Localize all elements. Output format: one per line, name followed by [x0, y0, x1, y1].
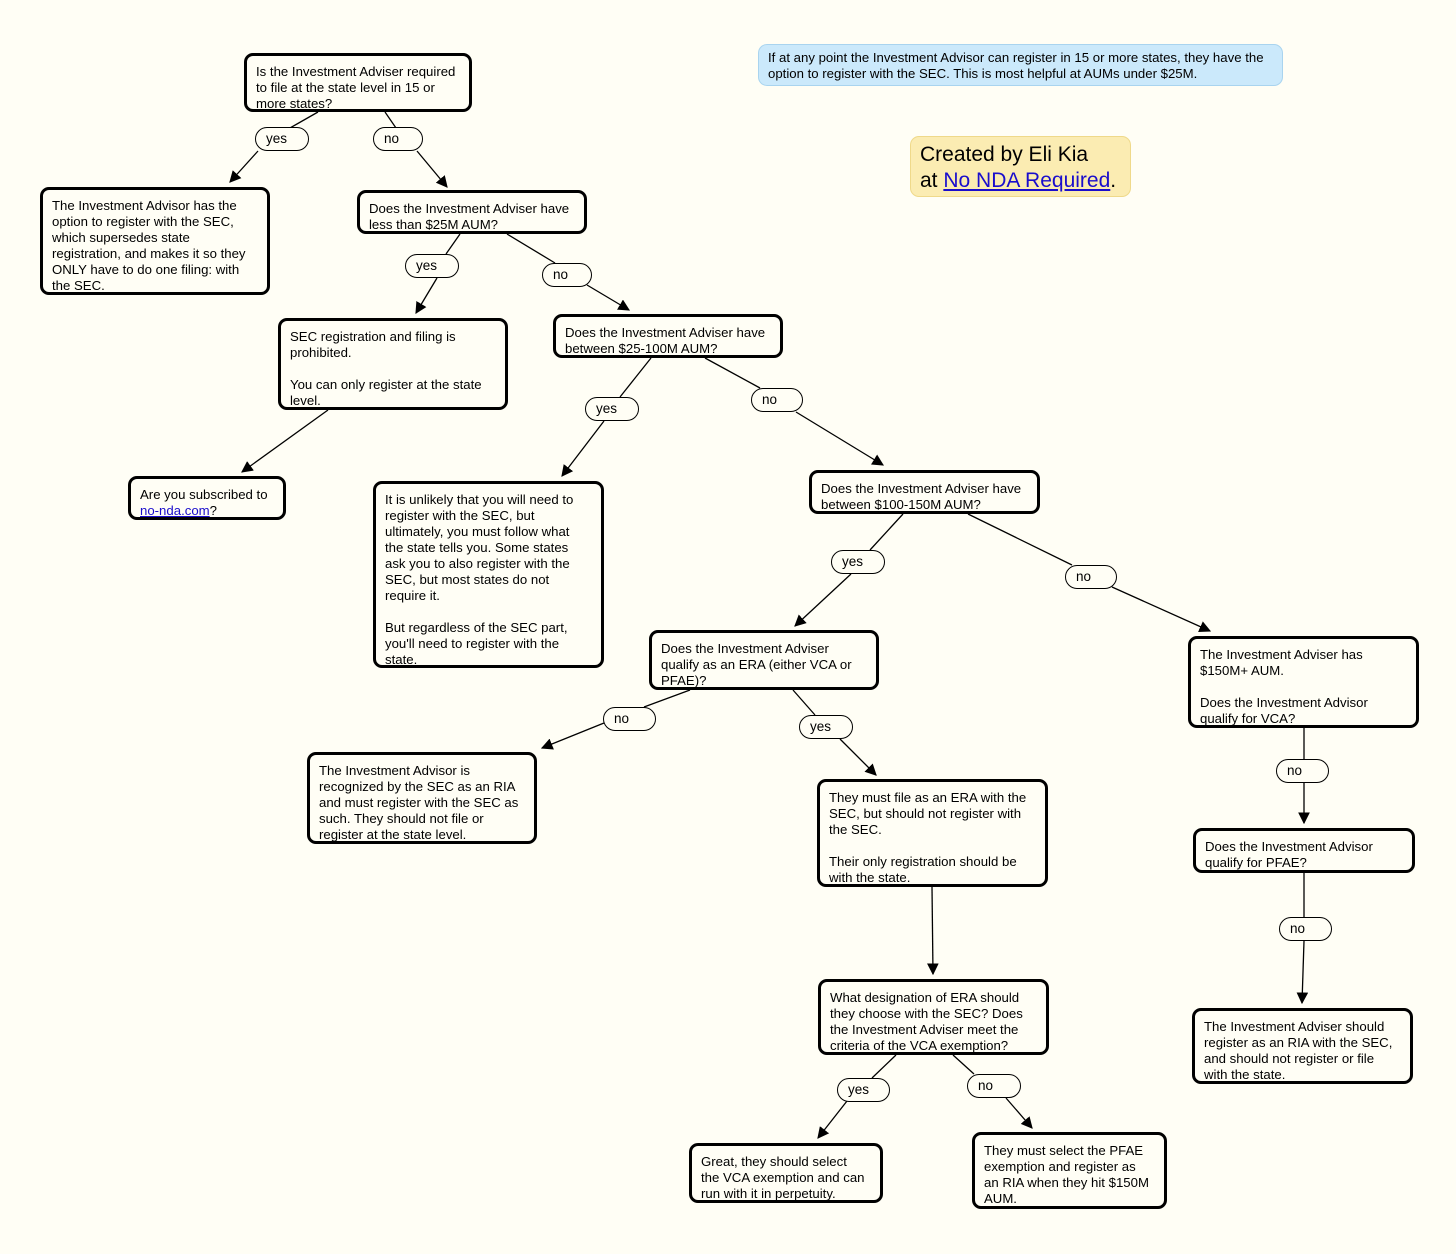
q-25-100m-text-1: Does the Investment Adviser have between… [565, 325, 766, 356]
edge-label-yes-1: yes [255, 127, 309, 151]
edge-150m-no-a [967, 513, 1073, 566]
a-era-file-text-2: Their only registration should be with t… [829, 854, 1017, 885]
edge-era-no-b [540, 722, 605, 750]
credit-note: Created by Eli Kia at No NDA Required. [910, 136, 1131, 197]
answer-register-ria: The Investment Adviser should register a… [1192, 1008, 1413, 1084]
edge-label-no-3: no [751, 388, 803, 412]
edge-label-yes-3: yes [585, 397, 639, 421]
edge-q15-no-b [416, 150, 448, 188]
question-subscribed: Are you subscribed to no-nda.com? [128, 476, 286, 520]
credit-line-1: Created by Eli Kia [920, 143, 1089, 166]
a-vca-text-1: Great, they should select the VCA exempt… [701, 1154, 865, 1201]
edge-label-yes-4: yes [831, 550, 885, 574]
q-150m-vca-text-1: The Investment Adviser has $150M+ AUM. [1200, 647, 1363, 678]
edge-label-no-2: no [542, 263, 592, 287]
question-15-states: Is the Investment Adviser required to fi… [244, 53, 472, 112]
subscribed-text: Are you subscribed to [140, 487, 268, 502]
edge-100m-no-b [795, 411, 884, 466]
no-nda-com-link[interactable]: no-nda.com [140, 503, 210, 518]
edge-label-no-8: no [967, 1074, 1021, 1098]
answer-ria: The Investment Advisor is recognized by … [307, 752, 537, 844]
edge-prohibited-subscribed [241, 409, 329, 473]
question-pfae: Does the Investment Advisor qualify for … [1193, 828, 1415, 873]
edge-des-yes-a [871, 1054, 897, 1079]
edge-era-yes-b [839, 738, 877, 776]
edge-150m-yes-b [794, 573, 852, 627]
edge-q15-yes-b [229, 150, 259, 183]
edge-erafile-designation [927, 886, 939, 976]
a-unlikely-sec-text-2: But regardless of the SEC part, you'll n… [385, 620, 568, 667]
info-note-text: If at any point the Investment Advisor c… [768, 50, 1264, 81]
answer-sec-prohibited: SEC registration and filing is prohibite… [278, 318, 508, 410]
answer-era-file: They must file as an ERA with the SEC, b… [817, 779, 1048, 887]
q-15-states-text-1: Is the Investment Adviser required to fi… [256, 64, 456, 111]
credit-prefix: at [920, 169, 944, 192]
edge-label-no-1: no [373, 127, 423, 151]
question-100-150m: Does the Investment Adviser have between… [809, 470, 1040, 514]
credit-suffix: . [1110, 169, 1117, 192]
question-150m-vca: The Investment Adviser has $150M+ AUM. Do… [1188, 636, 1419, 728]
edge-150m-yes-a [869, 513, 904, 551]
answer-unlikely-sec: It is unlikely that you will need to reg… [373, 481, 604, 668]
q-pfae-text-1: Does the Investment Advisor qualify for … [1205, 839, 1373, 870]
q-era-text-1: Does the Investment Adviser qualify as a… [661, 641, 852, 688]
edge-label-no-4: no [1065, 565, 1117, 589]
a-sec-prohibited-text-1: SEC registration and filing is prohibite… [290, 329, 456, 360]
a-ria-text-1: The Investment Advisor is recognized by … [319, 763, 519, 842]
question-era: Does the Investment Adviser qualify as a… [649, 630, 879, 690]
edge-des-no-a [952, 1054, 975, 1075]
edge-label-yes-6: yes [837, 1078, 890, 1102]
a-sec-option-text-1: The Investment Advisor has the option to… [52, 198, 246, 293]
edge-25m-yes-b [415, 277, 438, 315]
question-designation: What designation of ERA should they choo… [818, 979, 1049, 1055]
edge-100m-yes-b [561, 420, 605, 477]
q-designation-text-1: What designation of ERA should they choo… [830, 990, 1023, 1053]
edge-era-no-a [643, 689, 691, 708]
answer-vca: Great, they should select the VCA exempt… [689, 1143, 883, 1203]
a-sec-prohibited-text-2: You can only register at the state level… [290, 377, 482, 408]
answer-pfae: They must select the PFAE exemption and … [972, 1132, 1167, 1209]
edge-des-no-b [1005, 1097, 1033, 1129]
edge-25m-no-b [586, 284, 631, 311]
edge-25m-yes-a [445, 233, 461, 255]
a-era-file-text-1: They must file as an ERA with the SEC, b… [829, 790, 1027, 837]
info-note: If at any point the Investment Advisor c… [758, 44, 1283, 86]
edge-era-yes-a [792, 689, 816, 716]
q-100-150m-text-1: Does the Investment Adviser have between… [821, 481, 1022, 512]
edge-des-yes-b [817, 1100, 848, 1139]
edge-label-no-7: no [1279, 917, 1332, 941]
credit-line-2: at No NDA Required. [920, 168, 1121, 194]
edge-label-yes-2: yes [405, 254, 459, 278]
a-pfae-text-1: They must select the PFAE exemption and … [984, 1143, 1149, 1206]
answer-sec-option: The Investment Advisor has the option to… [40, 187, 270, 295]
question-under-25m: Does the Investment Adviser have less th… [357, 190, 587, 234]
edge-q15-no-a [384, 111, 397, 129]
a-unlikely-sec-text-1: It is unlikely that you will need to reg… [385, 492, 574, 603]
edge-pfae-no-b [1296, 940, 1309, 1005]
no-nda-required-link[interactable]: No NDA Required [943, 169, 1111, 192]
q-under-25m-text-1: Does the Investment Adviser have less th… [369, 201, 570, 232]
question-25-100m: Does the Investment Adviser have between… [553, 314, 783, 358]
edge-150m-no-b [1111, 586, 1212, 633]
subscribed-suffix: ? [209, 503, 217, 518]
edge-label-no-5: no [603, 707, 656, 731]
a-register-ria-text-1: The Investment Adviser should register a… [1204, 1019, 1393, 1082]
edge-100m-no-a [704, 357, 761, 389]
edge-25m-no-a [506, 233, 556, 264]
q-150m-vca-text-2: Does the Investment Advisor qualify for … [1200, 695, 1368, 726]
edge-q15-yes-a [289, 111, 319, 129]
edge-label-no-6: no [1276, 759, 1329, 783]
edge-label-yes-5: yes [799, 715, 853, 739]
edge-100m-yes-a [619, 357, 652, 398]
